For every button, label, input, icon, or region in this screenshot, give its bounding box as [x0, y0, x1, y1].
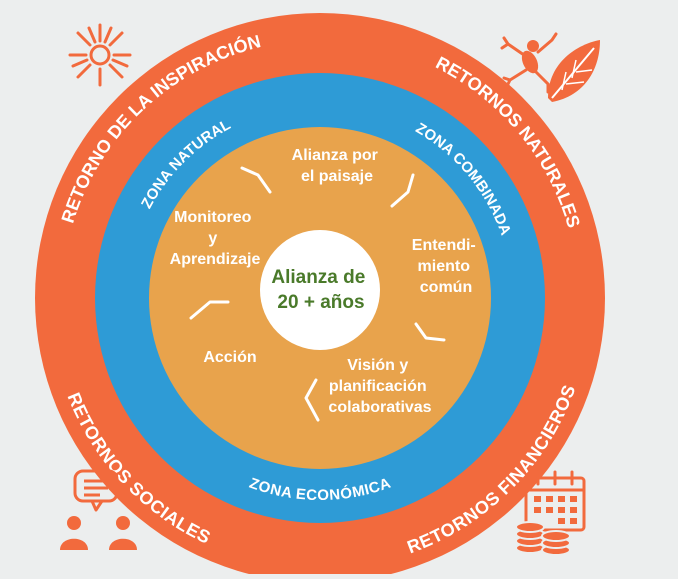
- cycle-arrow-4: [304, 378, 320, 422]
- cycle-arrow-5: [189, 300, 230, 320]
- people-chat-icon: [60, 469, 137, 550]
- center-circle: [260, 230, 380, 350]
- stage-alianza-paisaje: Alianza por el paisaje: [292, 147, 383, 185]
- sun-icon: [68, 23, 132, 87]
- cycle-arrow-2: [390, 173, 415, 208]
- stage-vision: Visión y planificación colaborativas: [328, 357, 431, 416]
- calendar-coins-icon: [515, 470, 586, 556]
- center-label: Alianza de 20 + años: [271, 267, 370, 313]
- stage-accion: Acción: [203, 349, 256, 366]
- frog-leaf-icon: [500, 32, 600, 102]
- cycle-arrow-3: [414, 322, 446, 342]
- stage-monitoreo: Monitoreo y Aprendizaje: [170, 209, 261, 268]
- stage-entendimiento: Entendi- miento común: [412, 237, 480, 296]
- cycle-arrow-1: [240, 166, 272, 194]
